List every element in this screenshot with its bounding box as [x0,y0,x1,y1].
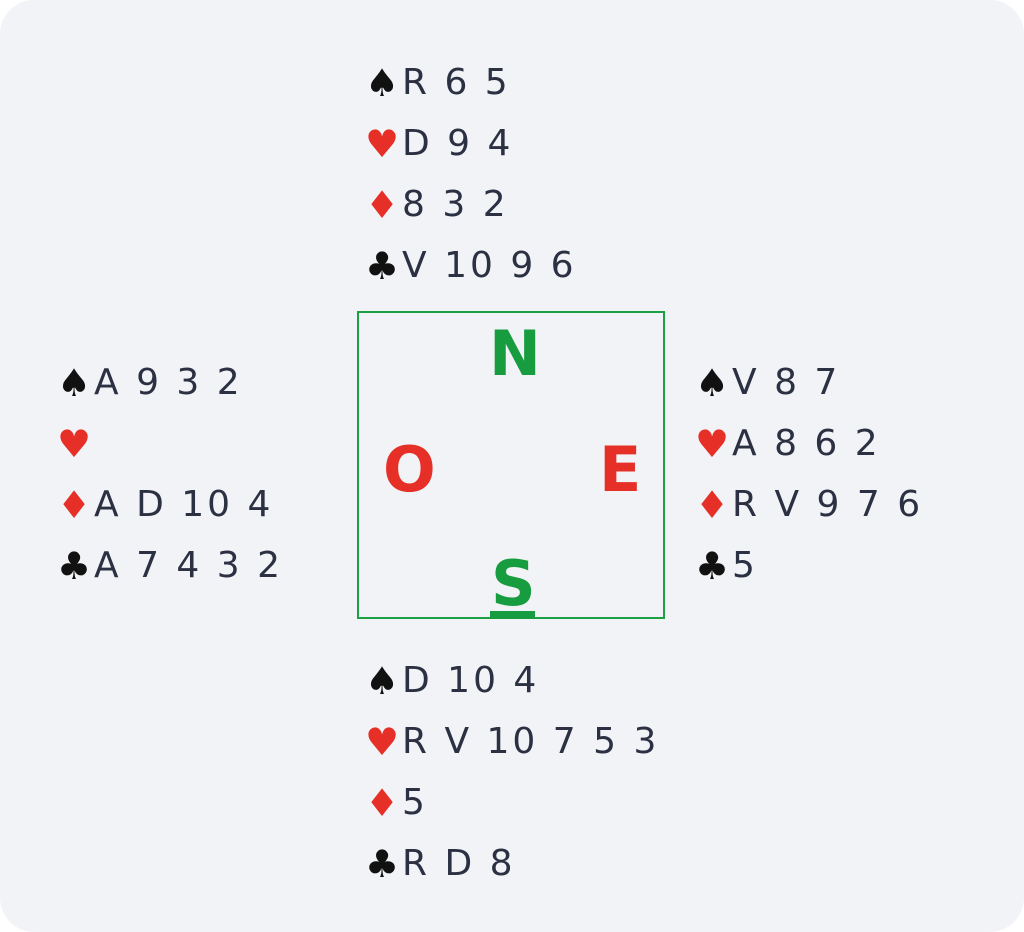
hand-west: ♠ A 9 3 2 ♥ ♦ A D 10 4 ♣ A 7 4 3 2 [56,352,283,596]
west-clubs-cards: A 7 4 3 2 [94,544,284,586]
hand-east: ♠ V 8 7 ♥ A 8 6 2 ♦ R V 9 7 6 ♣ 5 [694,352,923,596]
club-icon: ♣ [364,243,400,288]
south-diamonds-line: ♦ 5 [364,772,659,833]
diamond-icon: ♦ [364,780,400,825]
south-hearts-line: ♥ R V 10 7 5 3 [364,711,659,772]
hand-north: ♠ R 6 5 ♥ D 9 4 ♦ 8 3 2 ♣ V 10 9 6 [364,52,577,296]
east-hearts-line: ♥ A 8 6 2 [694,413,923,474]
north-spades-cards: R 6 5 [402,61,511,103]
compass-west: O [383,433,436,506]
heart-icon: ♥ [694,421,730,466]
north-diamonds-line: ♦ 8 3 2 [364,174,577,235]
east-spades-cards: V 8 7 [732,361,841,403]
hand-south: ♠ D 10 4 ♥ R V 10 7 5 3 ♦ 5 ♣ R D 8 [364,650,659,894]
compass-south: S [491,547,536,620]
compass-north: N [489,317,541,390]
heart-icon: ♥ [56,421,92,466]
compass-east: E [599,433,642,506]
east-clubs-line: ♣ 5 [694,535,923,596]
club-icon: ♣ [364,841,400,886]
north-clubs-line: ♣ V 10 9 6 [364,235,577,296]
south-spades-line: ♠ D 10 4 [364,650,659,711]
spade-icon: ♠ [56,360,92,405]
south-spades-cards: D 10 4 [402,659,540,701]
diamond-icon: ♦ [694,482,730,527]
north-clubs-cards: V 10 9 6 [402,244,577,286]
north-hearts-cards: D 9 4 [402,122,514,164]
west-clubs-line: ♣ A 7 4 3 2 [56,535,283,596]
diamond-icon: ♦ [364,182,400,227]
south-clubs-line: ♣ R D 8 [364,833,659,894]
east-clubs-cards: 5 [732,544,758,586]
east-diamonds-cards: R V 9 7 6 [732,483,924,525]
spade-icon: ♠ [364,658,400,703]
south-clubs-cards: R D 8 [402,842,516,884]
west-spades-cards: A 9 3 2 [94,361,243,403]
spade-icon: ♠ [694,360,730,405]
east-diamonds-line: ♦ R V 9 7 6 [694,474,923,535]
club-icon: ♣ [694,543,730,588]
club-icon: ♣ [56,543,92,588]
south-diamonds-cards: 5 [402,781,428,823]
spade-icon: ♠ [364,60,400,105]
west-diamonds-cards: A D 10 4 [94,483,274,525]
heart-icon: ♥ [364,719,400,764]
diamond-icon: ♦ [56,482,92,527]
south-hearts-cards: R V 10 7 5 3 [402,720,660,762]
north-diamonds-cards: 8 3 2 [402,183,509,225]
west-spades-line: ♠ A 9 3 2 [56,352,283,413]
east-spades-line: ♠ V 8 7 [694,352,923,413]
heart-icon: ♥ [364,121,400,166]
west-hearts-line: ♥ [56,413,283,474]
west-diamonds-line: ♦ A D 10 4 [56,474,283,535]
east-hearts-cards: A 8 6 2 [732,422,881,464]
north-spades-line: ♠ R 6 5 [364,52,577,113]
compass-box: N O E S [357,311,665,619]
north-hearts-line: ♥ D 9 4 [364,113,577,174]
dealer-indicator [490,611,535,619]
